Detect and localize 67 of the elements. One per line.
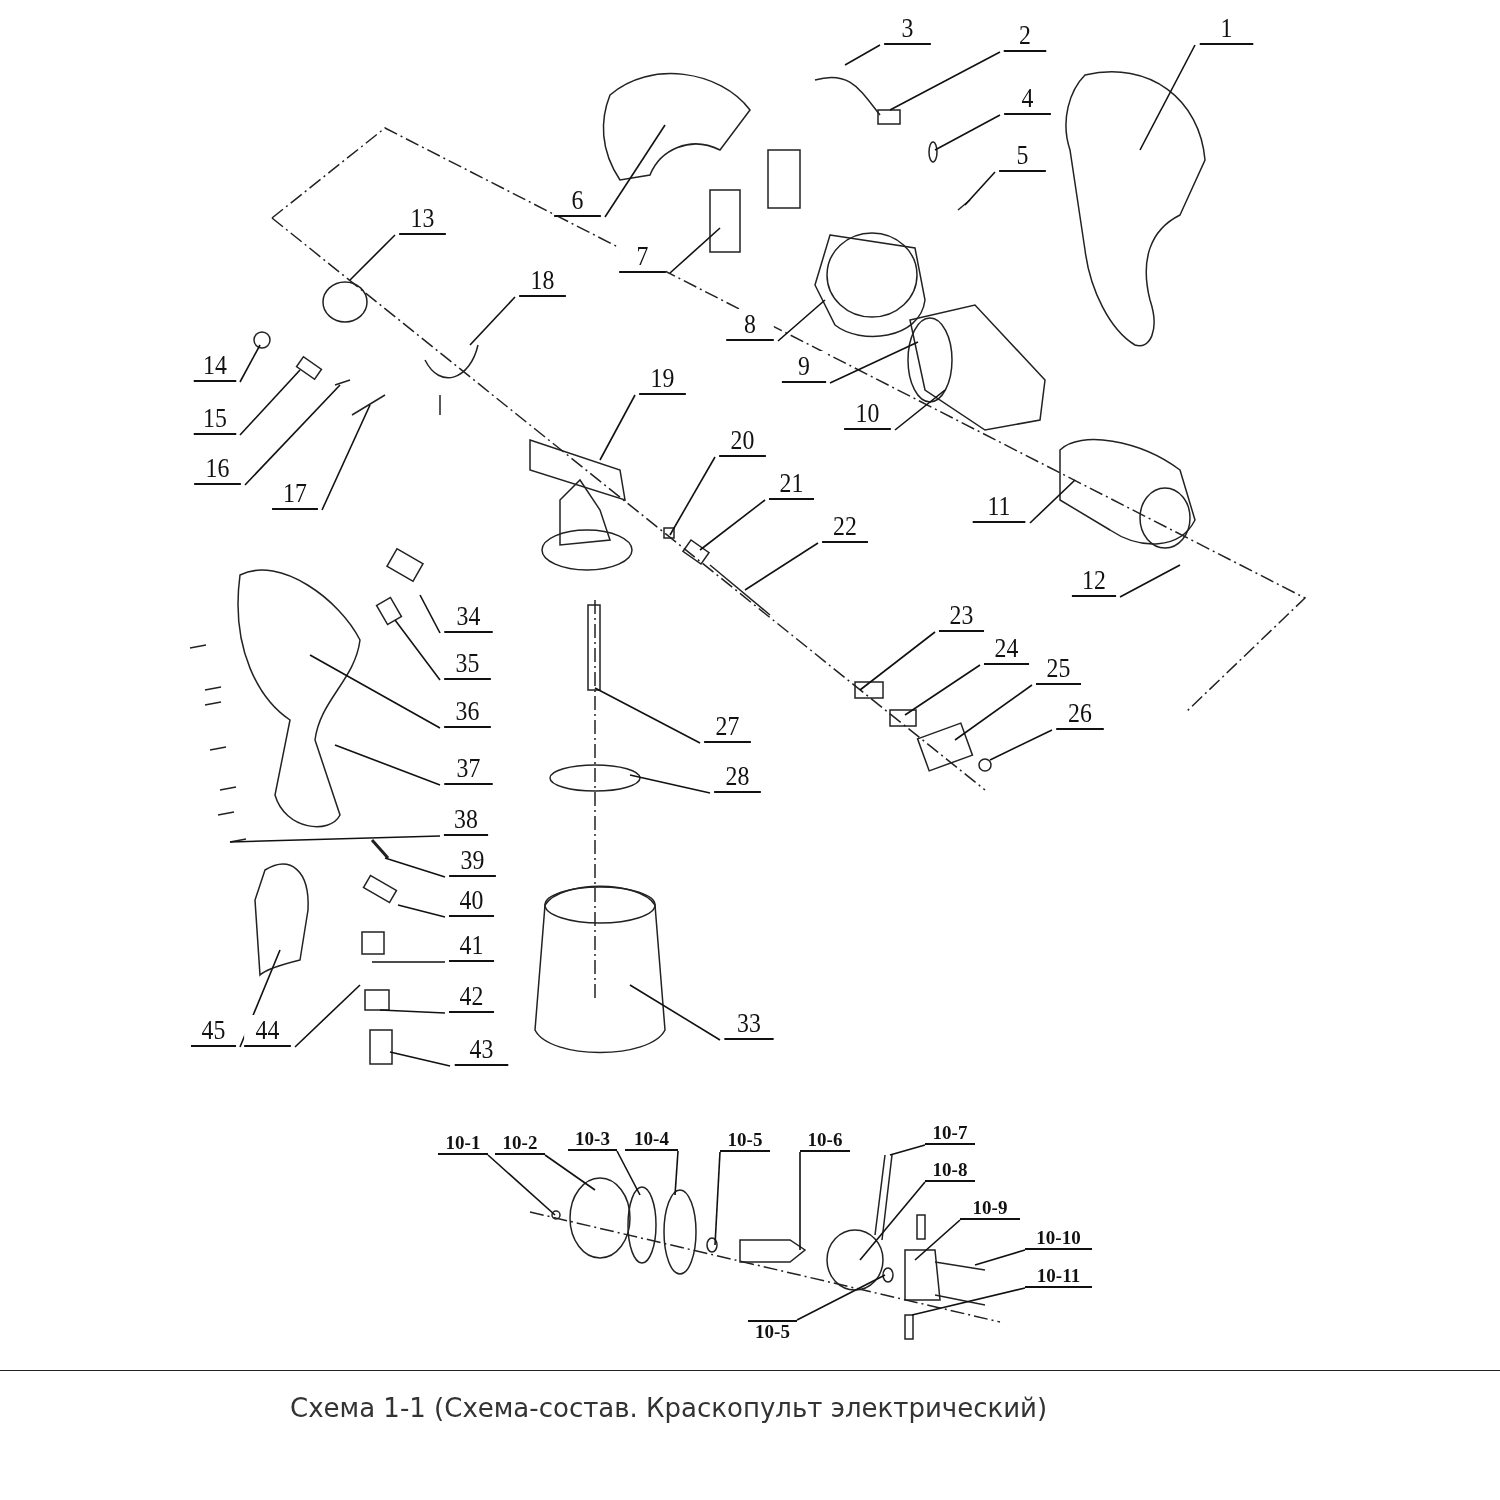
leader-line: [934, 114, 1001, 151]
leader-line: [334, 744, 441, 786]
leader-line: [894, 389, 946, 431]
leader-line: [229, 835, 441, 843]
leader-line: [616, 1150, 641, 1196]
leader-line: [796, 1274, 886, 1321]
leader-line: [669, 456, 716, 536]
leader-line: [349, 234, 396, 281]
leader-line: [777, 299, 826, 342]
callout-number: 10-9: [960, 1198, 1020, 1220]
callout-number: 10-2: [495, 1133, 545, 1155]
callout-number: 8: [726, 309, 774, 341]
leader-line: [954, 684, 1033, 741]
leader-line: [389, 1051, 451, 1067]
leader-line: [604, 124, 666, 218]
leader-line: [889, 51, 1001, 111]
leader-line: [629, 774, 711, 794]
leader-line: [599, 394, 636, 461]
callout-number: 10-5: [720, 1130, 770, 1152]
callout-number: 10-10: [1025, 1228, 1092, 1250]
leader-line: [321, 404, 371, 511]
leader-line: [844, 44, 881, 66]
callout-number: 9: [781, 351, 827, 383]
leader-line: [384, 857, 446, 878]
leader-line: [744, 542, 819, 591]
leader-line: [1029, 479, 1076, 524]
leader-line: [397, 904, 446, 918]
leader-line: [964, 171, 996, 206]
leader-line: [699, 499, 766, 551]
leader-line: [419, 594, 441, 634]
leader-line: [379, 1009, 446, 1014]
leader-line: [294, 984, 361, 1048]
leader-line: [394, 619, 441, 681]
callout-number: 10-6: [800, 1130, 850, 1152]
leader-line: [239, 344, 261, 383]
leader-line: [1119, 564, 1181, 598]
leader-line: [904, 664, 981, 716]
callout-number: 10-7: [925, 1123, 975, 1145]
leader-line: [859, 1181, 926, 1261]
leader-line: [594, 687, 701, 744]
leader-line: [469, 296, 516, 346]
callout-number: 44: [244, 1015, 291, 1047]
leader-line: [889, 1144, 926, 1156]
leader-line: [309, 654, 441, 729]
leader-line: [829, 341, 919, 384]
leader-line: [239, 369, 301, 436]
leader-line: [859, 631, 936, 691]
leader-line: [244, 384, 341, 486]
leader-line: [914, 1219, 961, 1261]
leader-line: [1139, 44, 1196, 151]
leader-line: [669, 227, 721, 274]
leader-line: [714, 1151, 721, 1246]
callout-number: 10-1: [438, 1133, 488, 1155]
leader-line: [674, 1150, 679, 1196]
callout-number: 10-8: [925, 1160, 975, 1182]
leader-line: [371, 961, 446, 963]
leader-line: [974, 1249, 1026, 1266]
leader-line: [989, 729, 1053, 761]
callout-number: 10-11: [1025, 1266, 1092, 1288]
callout-number: 10-4: [625, 1129, 678, 1151]
leader-line: [487, 1154, 556, 1216]
leader-line: [544, 1154, 596, 1191]
leader-line: [911, 1287, 1026, 1316]
leader-line: [629, 984, 721, 1041]
caption: Схема 1-1 (Схема-состав. Краскопульт электрический): [290, 1393, 1048, 1423]
callout-number: 10-3: [568, 1129, 617, 1151]
leader-line: [799, 1151, 801, 1251]
